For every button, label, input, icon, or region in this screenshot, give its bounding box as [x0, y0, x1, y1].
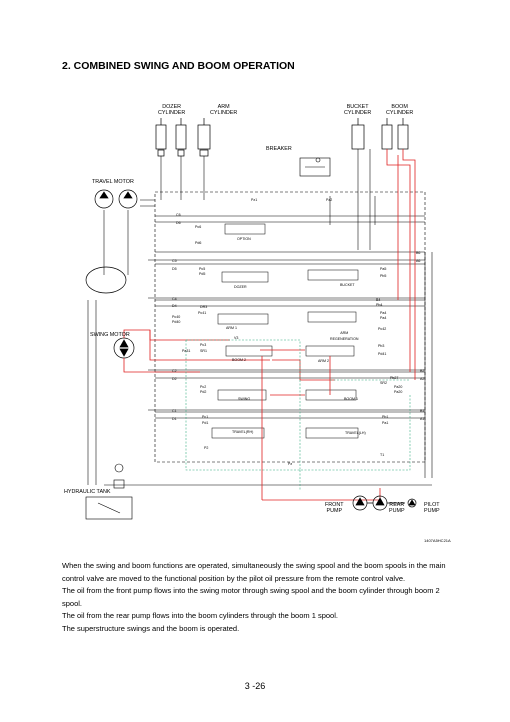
port-label: A2	[420, 377, 425, 381]
port-label: Pc41	[198, 311, 207, 315]
port-label: D2	[172, 377, 177, 381]
port-label: C6	[176, 213, 181, 217]
port-label: Pc42	[378, 327, 387, 331]
spool-arm2-label: ARM 2	[318, 359, 329, 363]
paragraph: The oil from the front pump flows into t…	[62, 586, 440, 608]
travel-motor-label: TRAVEL MOTOR	[92, 179, 134, 185]
spool-swing-label: SWING	[238, 397, 251, 401]
port-label: A1	[420, 417, 425, 421]
port-label: Pa20	[394, 390, 403, 394]
port-label: Pa1	[382, 421, 389, 425]
port-label: C2	[172, 369, 177, 373]
port-label: Pb5	[380, 274, 387, 278]
swivel-joint-symbol	[85, 266, 127, 294]
port-label: D1	[172, 417, 177, 421]
port-label: C4	[172, 297, 177, 301]
port-label: Pc3	[200, 343, 207, 347]
port-label: D5	[172, 267, 177, 271]
pilot-lines-green	[185, 339, 411, 490]
port-label: Pz	[288, 462, 293, 466]
port-label: B4	[376, 298, 381, 302]
paragraph: When the swing and boom functions are op…	[62, 561, 446, 583]
pressure-lines-red	[123, 149, 416, 501]
spool-dozer-label: DOZER	[234, 285, 247, 289]
dozer-cylinder-symbol	[155, 118, 187, 157]
port-label: Pc6	[195, 225, 202, 229]
port-label: Pc1	[202, 415, 209, 419]
spool-blocks	[211, 223, 359, 439]
port-label: Pb1	[382, 415, 389, 419]
spool-option-label: OPTION	[237, 237, 251, 241]
port-label: Pz2	[326, 198, 333, 202]
breaker-valve-symbol	[299, 157, 331, 177]
figure-code: 1407A5HC21A	[424, 538, 451, 543]
spool-boom1-label: BOOM 1	[344, 397, 358, 401]
boom-cylinder-symbol	[381, 118, 409, 150]
port-label: Pa4	[380, 311, 387, 315]
return-lines	[87, 149, 433, 486]
spool-arm1-label: ARM 1	[226, 326, 237, 330]
spool-travel-lh-label: TRAVEL(LH)	[345, 431, 366, 435]
port-label: Pd41	[378, 352, 387, 356]
port-label: Pd2	[200, 390, 207, 394]
port-label: Pd40	[172, 320, 181, 324]
port-label: Pc2	[200, 385, 207, 389]
swing-motor-symbol	[113, 337, 135, 359]
bucket-cylinder-symbol	[351, 118, 365, 150]
port-label: D6	[176, 221, 181, 225]
port-label: A6	[416, 259, 421, 263]
port-label: Pd1	[202, 421, 209, 425]
paragraph: The superstructure swings and the boom i…	[62, 623, 240, 633]
port-label: C1	[172, 409, 177, 413]
port-label: C5	[172, 259, 177, 263]
paragraph: The oil from the rear pump flows into th…	[62, 611, 338, 621]
port-label: D4	[172, 304, 177, 308]
port-label: Pb27	[390, 376, 399, 380]
travel-motor-symbol	[94, 189, 138, 209]
port-label: DR3	[200, 305, 208, 309]
port-label: Pz1	[251, 198, 258, 202]
port-label: Pc40	[172, 315, 181, 319]
hydraulic-tank-label: HYDRAULIC TANK	[64, 489, 111, 495]
pump-symbols	[352, 495, 417, 511]
swing-motor-label: SWING MOTOR	[90, 332, 130, 338]
breaker-label: BREAKER	[266, 146, 292, 152]
port-label: B1	[420, 409, 425, 413]
section-title: 2. COMBINED SWING AND BOOM OPERATION	[62, 60, 295, 72]
port-label: Pa20	[394, 385, 403, 389]
port-label: Pa5	[380, 267, 387, 271]
port-label: Pd6	[195, 241, 202, 245]
port-label: Pc5	[199, 267, 206, 271]
port-label: SR2	[380, 381, 387, 385]
spool-bucket-label: BUCKET	[340, 283, 355, 287]
port-label: Pa31	[182, 349, 191, 353]
port-label: Pb3	[378, 344, 385, 348]
port-label: T1	[380, 453, 385, 457]
arm-cylinder-symbol	[197, 118, 211, 157]
port-label: B2	[420, 369, 425, 373]
spool-boom2-label: BOOM 2	[232, 358, 246, 362]
port-label: Pd5	[199, 272, 206, 276]
port-label: Pb4	[376, 303, 383, 307]
page-number: 3 -26	[244, 681, 266, 691]
spool-travel-rh-label: TRAVEL(RH)	[232, 430, 254, 434]
description-text: When the swing and boom functions are op…	[62, 560, 450, 636]
port-label: Pa4	[380, 316, 387, 320]
port-label: V3	[234, 336, 239, 340]
port-label: B6	[416, 251, 421, 255]
port-label: SR1	[200, 349, 207, 353]
port-label: P2	[204, 446, 209, 450]
hydraulic-tank-symbol	[85, 463, 133, 520]
